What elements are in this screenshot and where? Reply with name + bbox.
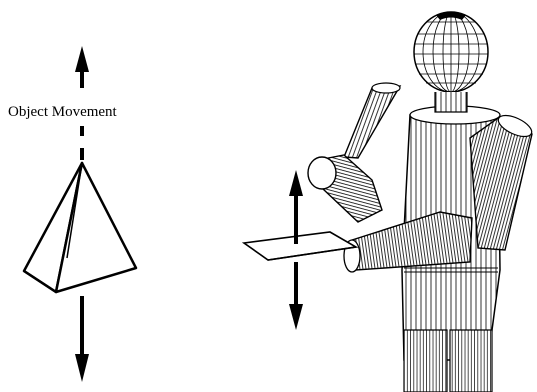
robot-figure [244,12,535,392]
held-plate [244,232,356,260]
robot-right-upper-arm [470,111,535,250]
up-arrow-icon [75,46,89,88]
down-arrow-icon [75,296,89,382]
robot-left-forearm [308,155,382,222]
pyramid-object [24,163,136,292]
robot-head [414,12,488,113]
plate-down-arrow-icon [289,262,303,330]
object-movement-label: Object Movement [8,104,118,120]
object-movement-diagram: Object Movement [8,46,136,382]
plate-up-arrow-icon [289,170,303,244]
robot-left-upper-arm [344,83,400,158]
